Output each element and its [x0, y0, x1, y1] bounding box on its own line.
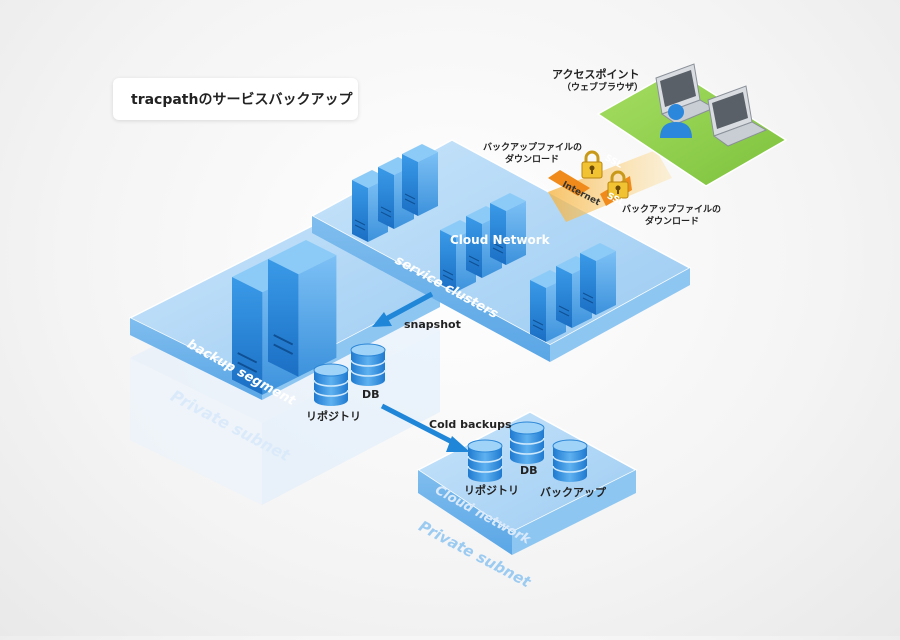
lock-icon-top [580, 150, 604, 180]
backup-db-icon [350, 343, 386, 387]
snapshot-arrow [372, 291, 434, 327]
cold-backups-arrow [380, 403, 470, 452]
download-label-bottom-line2: ダウンロード [645, 217, 700, 227]
backup-db-label: DB [362, 388, 380, 401]
access-point-platform [596, 63, 788, 187]
cold-backup-platform [416, 411, 638, 555]
download-label-top-line2: ダウンロード [505, 155, 560, 165]
cold-db-icon [509, 421, 545, 465]
download-label-top-line1: バックアップファイルの [483, 143, 583, 153]
backup-repo-icon [313, 363, 349, 407]
access-point-sublabel: （ウェブブラウザ） [562, 83, 644, 93]
access-point-label: アクセスポイント [552, 68, 640, 81]
backup-server-2 [267, 239, 338, 378]
cluster-a-server-3 [401, 143, 439, 217]
cluster-c-server-3 [579, 242, 617, 316]
cloud-network-label: Cloud Network [450, 233, 550, 247]
service-clusters-platform [310, 139, 692, 362]
backup-platform-stack [128, 225, 442, 505]
cold-repo-label: リポジトリ [464, 484, 519, 497]
cold-backup-icon [552, 439, 588, 483]
diagram-title: tracpathのサービスバックアップ [113, 78, 358, 120]
snapshot-label: snapshot [404, 318, 461, 331]
cluster-b-server-3 [489, 192, 527, 266]
backup-repo-label: リポジトリ [306, 410, 361, 423]
cold-backup-label: バックアップ [540, 486, 606, 499]
cold-db-label: DB [520, 464, 538, 477]
cold-repo-icon [467, 439, 503, 483]
cold-backups-label: Cold backups [429, 418, 512, 431]
download-label-bottom-line1: バックアップファイルの [622, 205, 722, 215]
internet-band [548, 150, 672, 222]
